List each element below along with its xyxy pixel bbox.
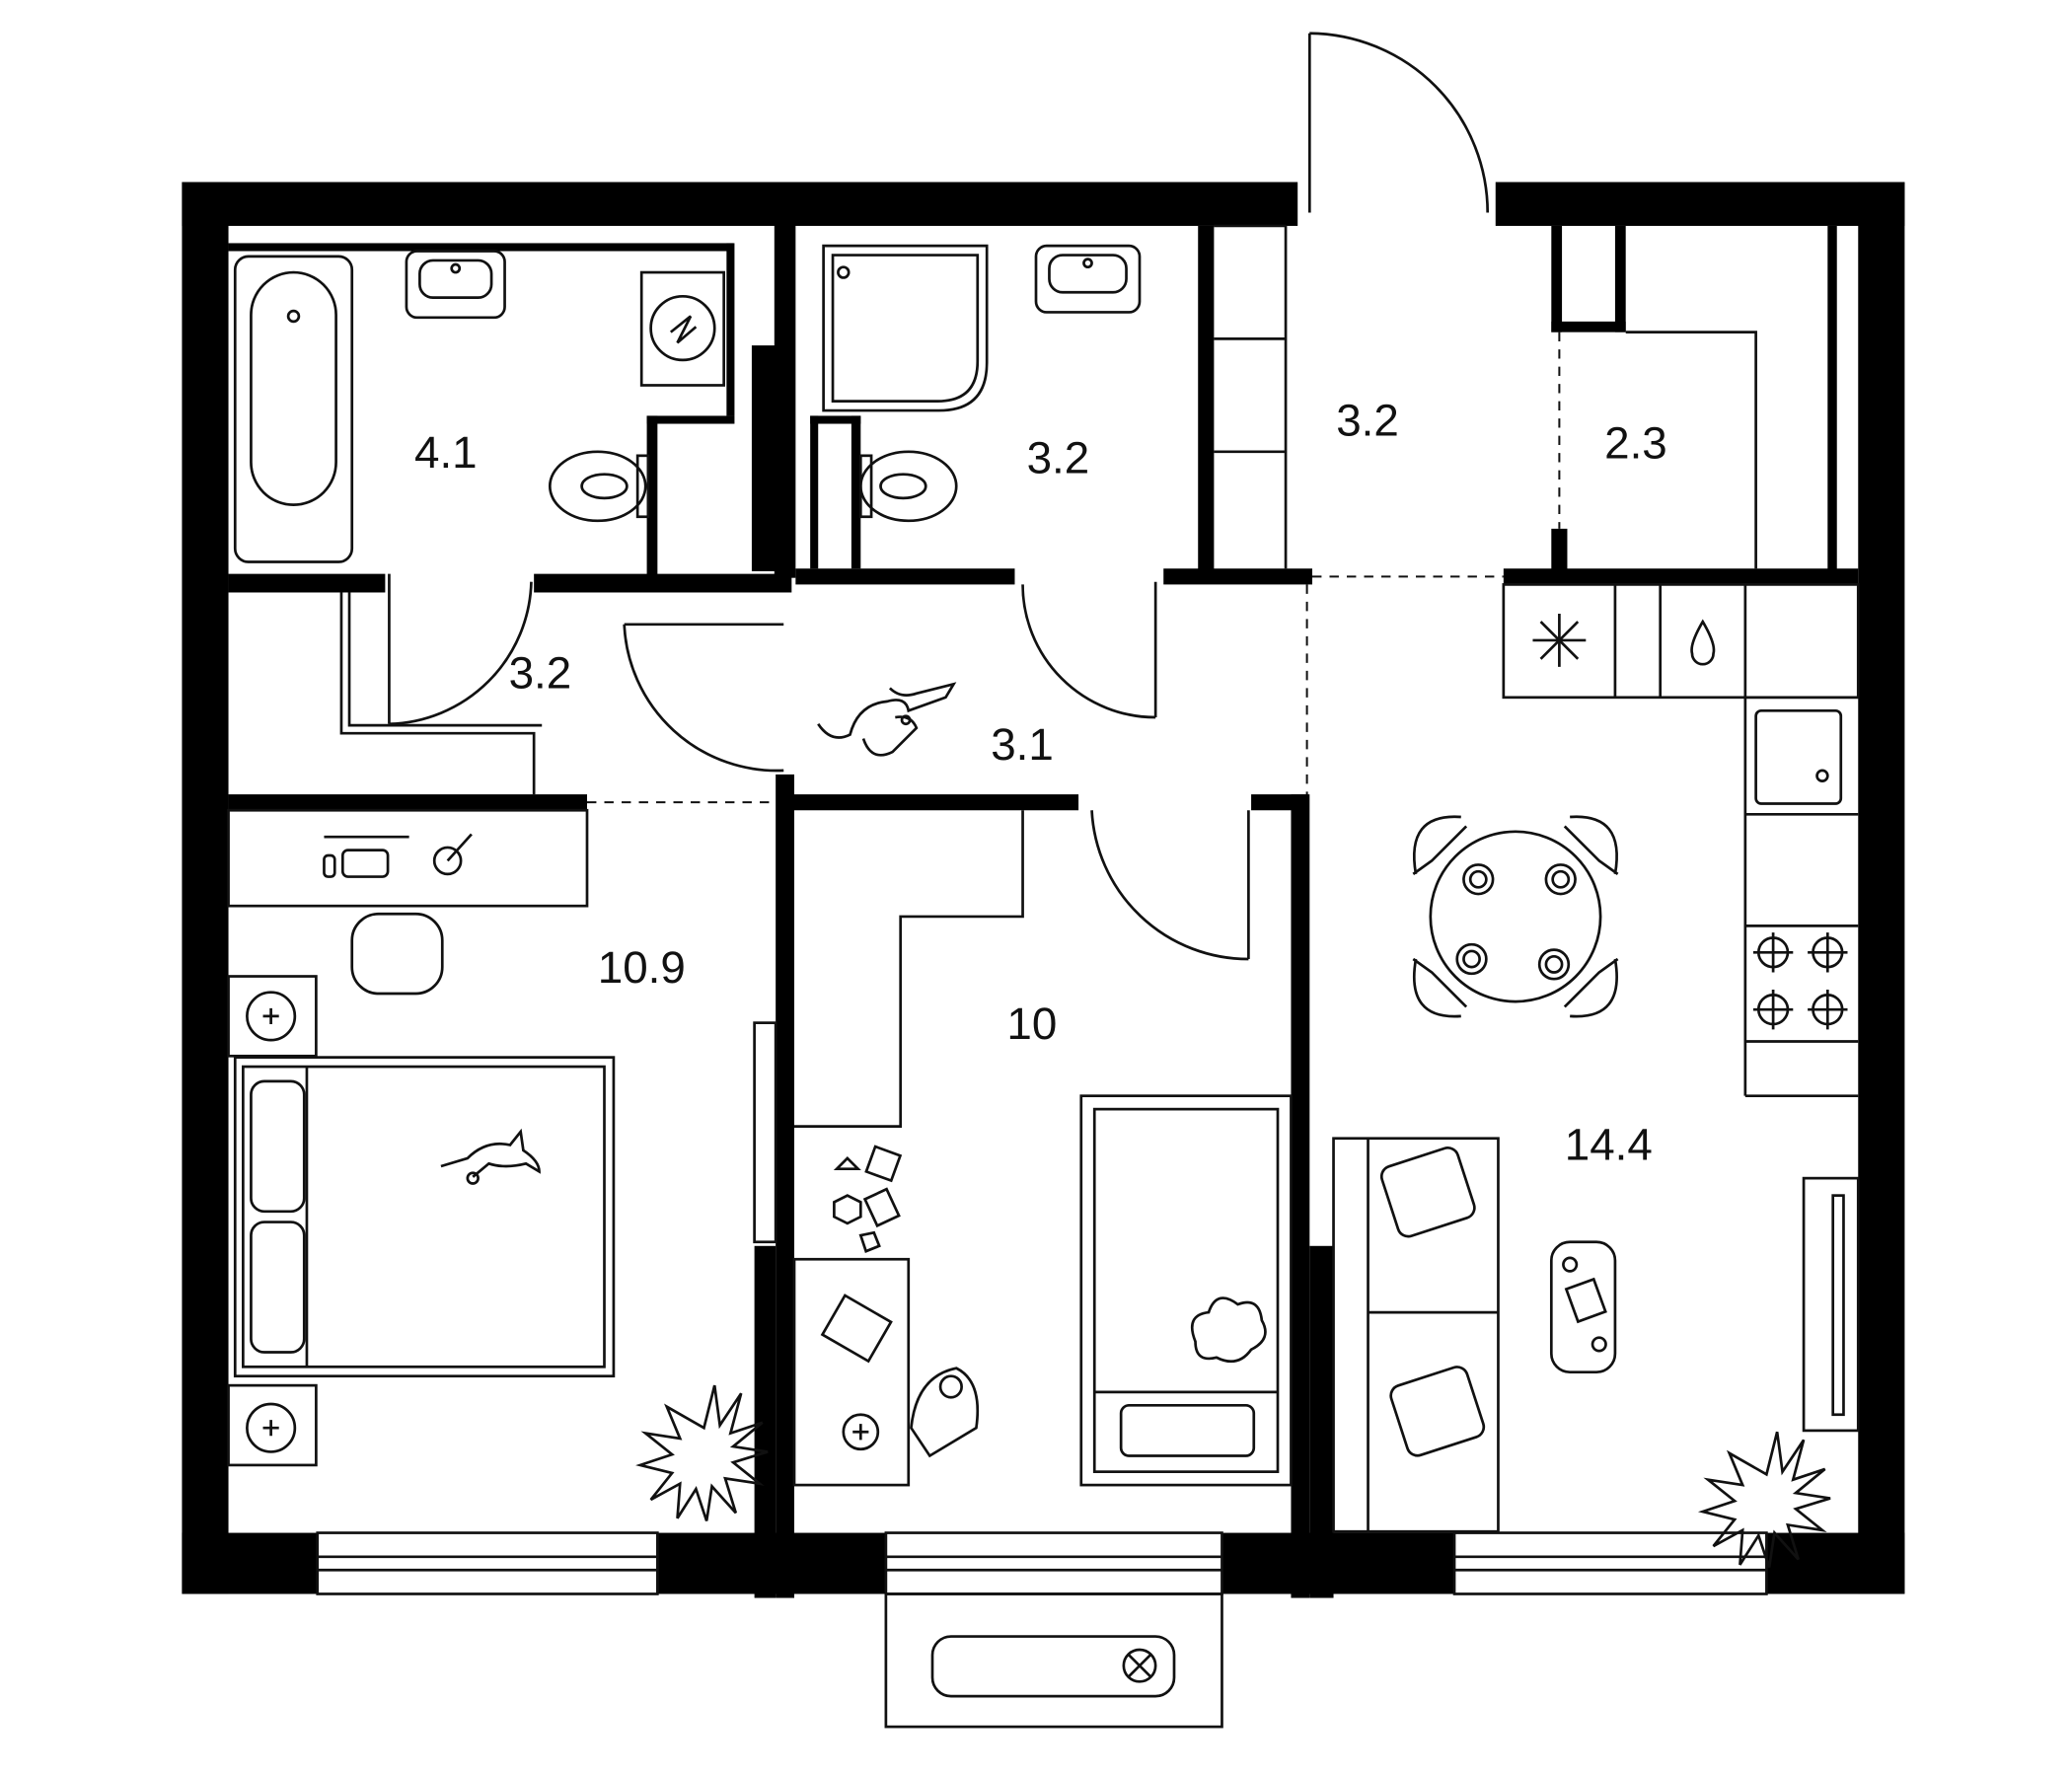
- coffee-table-icon: [1549, 1240, 1617, 1374]
- sink-icon: [405, 250, 506, 320]
- sofa-icon: [1332, 1137, 1500, 1533]
- tv-icon: [1802, 1176, 1860, 1433]
- fan-icon: [930, 1635, 1176, 1698]
- area-label-storage: 2.3: [1604, 418, 1667, 469]
- area-label-corridor-central: 3.1: [991, 719, 1054, 770]
- toys-icon: [833, 1145, 903, 1253]
- stove-icon: [1752, 932, 1848, 1030]
- thin-lines: [227, 32, 1768, 1729]
- area-label-entrance-hall: 3.2: [1336, 396, 1399, 446]
- kitchen-sink-icon: [1754, 708, 1843, 805]
- dog-icon: [817, 682, 957, 757]
- bed-icon: [233, 1056, 616, 1378]
- window-bedroom: [316, 1531, 659, 1595]
- bathtub-icon: [233, 255, 354, 563]
- desk-icon: [323, 833, 473, 878]
- toilet-icon: [858, 450, 958, 523]
- area-label-wc-shower: 3.2: [1027, 432, 1090, 482]
- chair-icon: [350, 912, 444, 996]
- kitchen-counter: [1502, 583, 1860, 1098]
- area-label-kids-room: 10: [1006, 999, 1057, 1049]
- sink-icon: [1034, 244, 1142, 314]
- toilet-icon: [548, 450, 650, 523]
- plant-icon: [1697, 1431, 1831, 1568]
- area-label-corridor-west: 3.2: [509, 647, 572, 698]
- plant-icon: [635, 1384, 769, 1521]
- window-kids-room: [884, 1531, 1223, 1595]
- desk-icon: [792, 1257, 980, 1487]
- washing-machine-icon: [639, 270, 726, 387]
- fridge-icon: [1532, 614, 1587, 667]
- bed-icon: [1079, 1094, 1293, 1487]
- area-label-bedroom: 10.9: [598, 942, 686, 993]
- dining-table-icon: [1412, 815, 1619, 1018]
- cat-icon: [440, 1128, 541, 1185]
- area-label-bathroom: 4.1: [414, 427, 478, 478]
- area-labels: 4.1 3.2 3.2 2.3 3.2 3.1 10.9 10 14.4: [414, 396, 1667, 1170]
- openings: [587, 332, 1561, 804]
- area-label-kitchen-living: 14.4: [1565, 1119, 1653, 1169]
- balcony: [884, 1592, 1223, 1729]
- shower-icon: [822, 244, 989, 412]
- dishwasher-icon: [1690, 619, 1716, 666]
- walls: [182, 182, 1905, 1598]
